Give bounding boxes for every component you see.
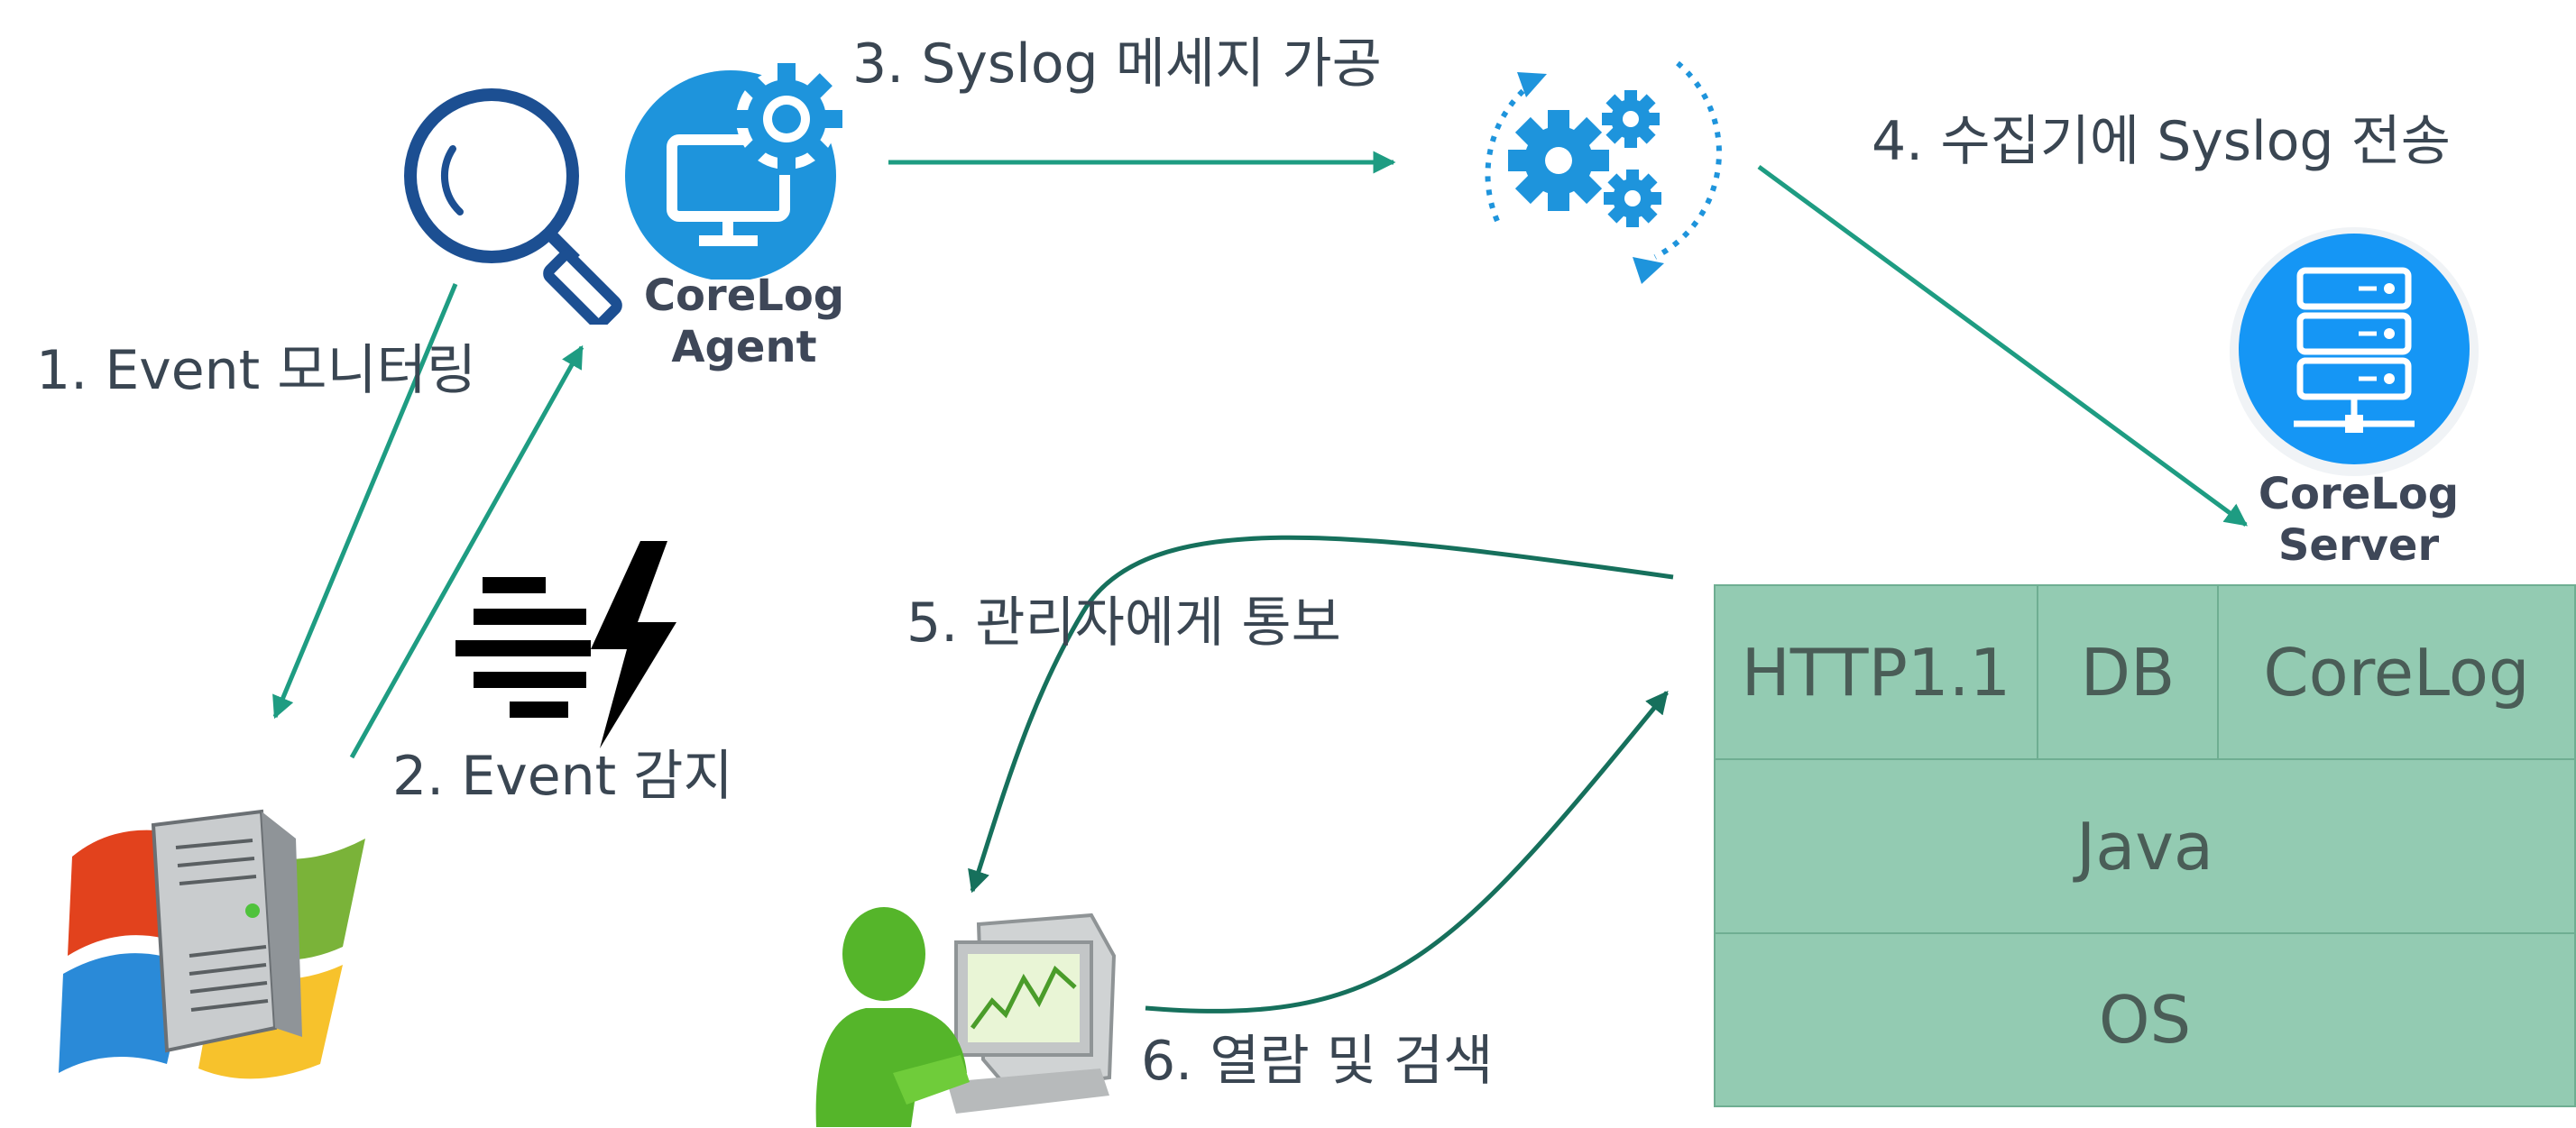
gears-refresh-icon — [1485, 60, 1722, 284]
database-server-icon — [2230, 227, 2479, 476]
lightning-event-icon — [455, 541, 676, 748]
agent-caption-line2: Agent — [671, 321, 817, 372]
step-1-label: 1. Event 모니터링 — [36, 339, 477, 402]
arrow-notify — [968, 535, 1674, 894]
stack-cell-http: HTTP1.1 — [1714, 584, 2038, 760]
server-caption: CoreLog Server — [2237, 469, 2480, 571]
arrow-send-syslog — [1757, 164, 2249, 527]
arrow-browse — [1145, 691, 1669, 1013]
server-caption-line2: Server — [2277, 519, 2440, 571]
monitor-gear-icon — [625, 63, 842, 280]
step-4-label: 4. 수집기에 Syslog 전송 — [1872, 110, 2451, 173]
step-5-label: 5. 관리자에게 통보 — [906, 592, 1341, 655]
agent-caption: CoreLog Agent — [631, 271, 857, 372]
stack-cell-java: Java — [1714, 758, 2576, 934]
step-6-label: 6. 열람 및 검색 — [1141, 1030, 1494, 1093]
windows-server-icon — [59, 809, 365, 1079]
step-3-label: 3. Syslog 메세지 가공 — [852, 32, 1382, 96]
server-stack: HTTP1.1 DB CoreLog Java OS — [1714, 584, 2576, 1107]
agent-caption-line1: CoreLog — [643, 271, 845, 321]
stack-cell-db: DB — [2037, 584, 2219, 760]
magnifier-icon — [404, 88, 622, 325]
stack-cell-os: OS — [1714, 932, 2576, 1107]
step-2-label: 2. Event 감지 — [392, 745, 733, 808]
arrow-detection — [349, 344, 584, 759]
server-caption-line1: CoreLog — [2258, 469, 2460, 519]
user-monitor-icon — [815, 907, 1117, 1127]
stack-cell-corelog: CoreLog — [2217, 584, 2576, 760]
arrow-monitoring — [272, 283, 458, 720]
